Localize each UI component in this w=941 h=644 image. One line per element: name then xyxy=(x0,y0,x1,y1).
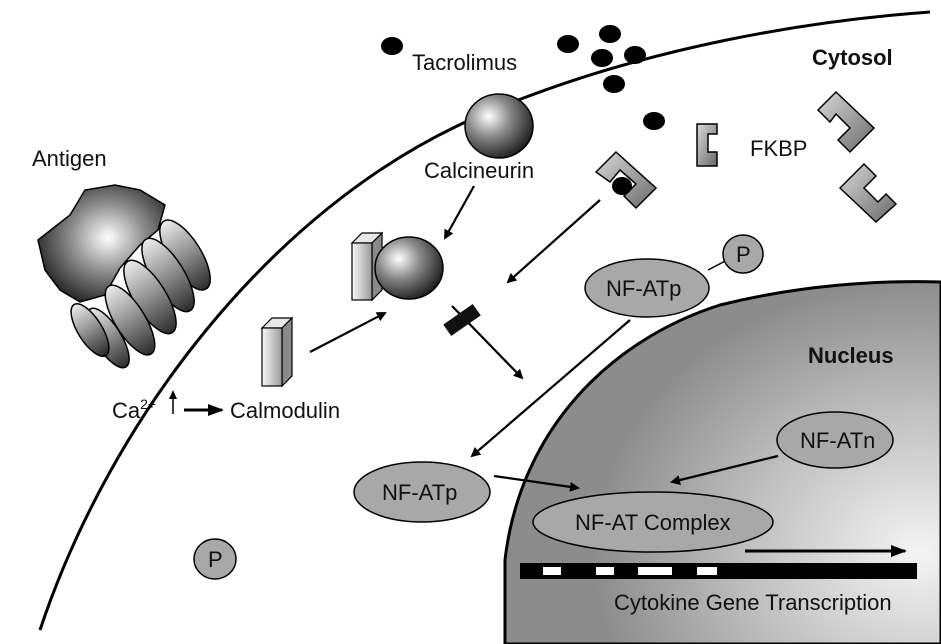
label-phosphate-bound: P xyxy=(736,242,751,267)
cell-membrane xyxy=(38,10,931,631)
phosphate-bound-circle xyxy=(722,234,764,274)
nfatp-lower-oval xyxy=(353,461,491,523)
arrow-calcineurin-down xyxy=(444,185,475,240)
label-tacrolimus: Tacrolimus xyxy=(412,50,517,75)
label-cytosol: Cytosol xyxy=(812,45,893,70)
receptor-rings xyxy=(70,219,211,369)
fkbp-free-2 xyxy=(816,90,876,154)
calcineurin-sphere xyxy=(464,93,534,159)
nucleus-region xyxy=(503,280,941,644)
ca-up-arrow xyxy=(169,390,177,414)
calcineurin-calmodulin-complex xyxy=(350,231,444,302)
arrow-nfatp-down xyxy=(470,319,631,458)
arrow-nfatn-complex xyxy=(670,454,779,485)
label-nucleus: Nucleus xyxy=(808,343,894,368)
calmodulin-box xyxy=(260,316,294,388)
fkbp-shapes xyxy=(594,90,898,224)
fkbp-free-1 xyxy=(696,123,718,167)
nfatp-upper-oval xyxy=(584,258,710,318)
arrows xyxy=(184,185,907,557)
antigen-receptor xyxy=(37,184,211,369)
tacrolimus-molecules xyxy=(381,25,665,130)
antigen-shape xyxy=(37,184,166,303)
fkbp-bound-drug xyxy=(612,177,632,195)
label-nfatp-upper: NF-ATp xyxy=(606,276,681,301)
label-antigen: Antigen xyxy=(32,146,107,171)
nfatn-oval xyxy=(776,411,894,469)
label-nfatn: NF-ATn xyxy=(800,428,875,453)
inhibition-block xyxy=(443,303,481,337)
label-calcineurin: Calcineurin xyxy=(424,158,534,183)
arrow-nfatp-complex xyxy=(493,474,580,492)
label-nfat-complex: NF-AT Complex xyxy=(575,510,731,535)
fkbp-tacrolimus-complex xyxy=(594,150,658,210)
dna-bar xyxy=(520,563,917,579)
label-calmodulin: Calmodulin xyxy=(230,398,340,423)
arrow-calmodulin-complex xyxy=(309,312,387,353)
label-phosphate-free: P xyxy=(208,547,223,572)
phosphate-free-circle xyxy=(193,538,237,580)
label-ca-superscript: 2+ xyxy=(140,396,156,412)
label-ca: Ca2+ xyxy=(112,396,156,423)
label-nfatp-lower: NF-ATp xyxy=(382,480,457,505)
fkbp-free-3 xyxy=(838,162,898,224)
nfat-complex-oval xyxy=(532,491,774,553)
arrow-fkbp-complex xyxy=(506,199,601,284)
label-fkbp: FKBP xyxy=(750,136,807,161)
label-transcription: Cytokine Gene Transcription xyxy=(614,590,892,615)
